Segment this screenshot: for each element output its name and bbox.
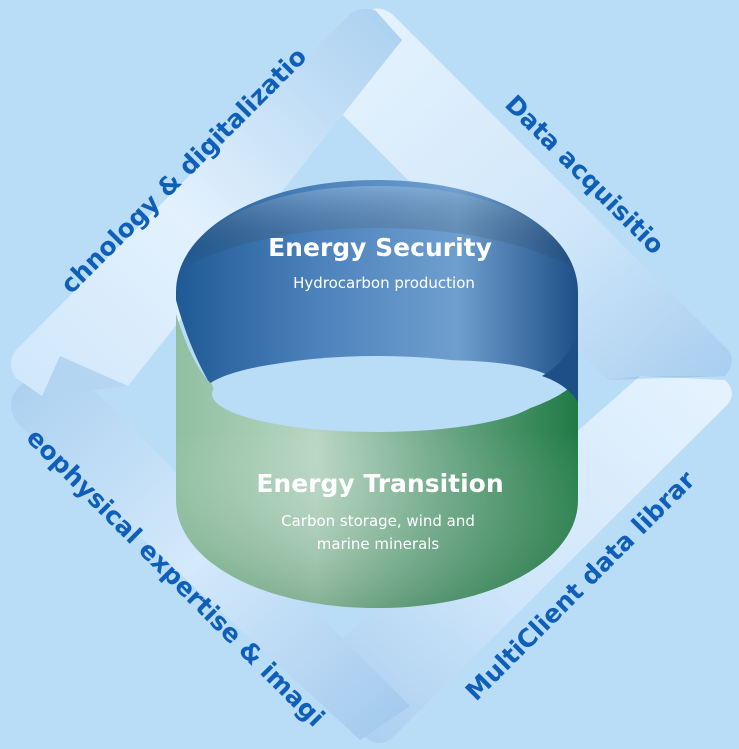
security-subtitle: Hydrocarbon production — [293, 274, 475, 292]
security-title: Energy Security — [268, 233, 492, 262]
core-cylinder — [176, 180, 578, 608]
band-data-acquisition — [300, 8, 732, 380]
band-technology — [11, 8, 402, 397]
transition-title: Energy Transition — [256, 469, 503, 498]
core-inner-hole — [212, 356, 542, 432]
transition-subtitle-2: marine minerals — [317, 535, 440, 553]
transition-subtitle-1: Carbon storage, wind and — [281, 512, 475, 530]
